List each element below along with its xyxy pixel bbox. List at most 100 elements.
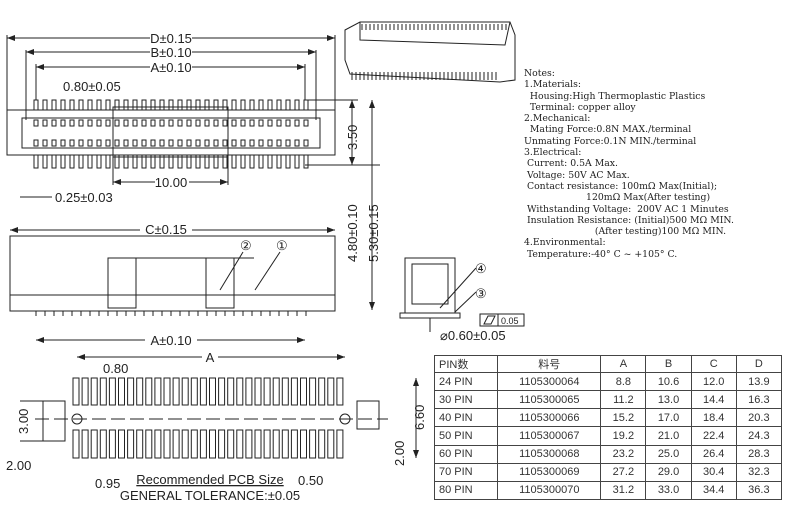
pin	[213, 154, 219, 169]
pcb-pad	[118, 377, 125, 406]
pin	[222, 154, 228, 169]
pin	[132, 154, 138, 169]
note-line: 2.Mechanical:	[524, 113, 591, 125]
contact	[51, 119, 57, 127]
table-cell: 13.9	[735, 371, 783, 392]
pcb-pad	[127, 429, 135, 459]
pcb-pad	[190, 377, 198, 406]
dim-a: A±0.10	[150, 60, 191, 75]
pcb-pad	[218, 377, 226, 406]
pcb-pad	[172, 429, 180, 459]
contact	[267, 119, 273, 127]
pcb-pad	[145, 377, 153, 406]
pcb-pad	[181, 429, 189, 459]
contact	[204, 119, 210, 127]
pcb-pad	[300, 429, 307, 459]
pin	[267, 154, 273, 169]
pcb-pad	[190, 429, 198, 459]
pcb-pad	[81, 377, 89, 406]
column-header: D	[735, 355, 783, 373]
note-line: Withstanding Voltage: 200V AC 1 Minutes	[524, 203, 729, 215]
contact	[51, 139, 57, 147]
contact	[78, 119, 84, 127]
pcb-pad	[108, 429, 116, 459]
table-cell: 27.2	[600, 462, 647, 482]
table-cell: 80 PIN	[433, 480, 499, 501]
contact	[276, 119, 282, 127]
height-530: 5.30±0.15	[366, 204, 381, 262]
pin	[177, 154, 183, 169]
pin	[42, 154, 48, 169]
pcb-pad	[127, 377, 135, 406]
pcb-pad	[336, 377, 344, 406]
contact	[231, 119, 237, 127]
table-cell: 1105300065	[497, 390, 602, 410]
contact	[105, 119, 111, 127]
table-cell: 21.0	[645, 426, 692, 446]
pcb-pad	[163, 377, 171, 406]
callout-4: ④	[475, 261, 487, 276]
pcb-pad	[272, 429, 280, 459]
pin	[177, 99, 183, 111]
pin	[276, 154, 282, 169]
pcb-pad	[99, 429, 107, 459]
pcb-pad	[172, 377, 180, 406]
pcb-pad	[227, 429, 235, 459]
contact	[123, 119, 129, 127]
side-view: ④ ③ 0.05 ⌀0.60±0.05	[399, 257, 525, 343]
table-cell: 1105300068	[497, 444, 602, 464]
pcb-dim-050: 0.50	[298, 473, 323, 488]
table-cell: 19.2	[600, 426, 647, 446]
pin	[69, 154, 75, 169]
column-header: A	[600, 355, 647, 373]
pin	[60, 154, 66, 169]
pcb-pad	[336, 429, 344, 459]
pin	[51, 99, 57, 111]
column-header: 料号	[497, 355, 602, 373]
pcb-pad	[81, 429, 89, 459]
pin	[141, 154, 147, 169]
pin	[285, 154, 291, 169]
pcb-pad	[209, 377, 216, 406]
contact	[159, 119, 165, 127]
connector-3d-view	[344, 21, 516, 83]
pcb-pad	[181, 377, 189, 406]
pcb-title: Recommended PCB Size	[136, 472, 283, 487]
pcb-dim-095: 0.95	[95, 476, 120, 491]
pin	[231, 99, 237, 111]
pin	[96, 154, 102, 169]
table-cell: 1105300064	[497, 371, 602, 392]
center-dim: 10.00	[155, 175, 188, 190]
contact	[186, 119, 192, 127]
table-cell: 40 PIN	[433, 408, 499, 428]
contact	[240, 139, 246, 147]
pcb-pad	[309, 377, 317, 406]
note-line: Unmating Force:0.1N MIN./terminal	[524, 135, 697, 147]
pin	[87, 99, 93, 111]
column-header: PIN数	[433, 355, 499, 373]
contact	[204, 139, 210, 147]
table-cell: 30 PIN	[433, 390, 499, 410]
table-cell: 34.4	[690, 480, 737, 501]
pin	[285, 99, 291, 111]
note-line: (After testing)100 MΩ MIN.	[524, 226, 727, 238]
pin	[33, 154, 39, 169]
pcb-pad	[245, 429, 253, 459]
pcb-pad	[318, 429, 326, 459]
contact	[177, 139, 183, 147]
pin	[204, 154, 210, 169]
table-cell: 30.4	[690, 462, 737, 482]
contact	[78, 139, 84, 147]
pcb-pad	[154, 429, 162, 459]
pin	[96, 99, 102, 111]
pin	[78, 99, 84, 111]
pin	[123, 99, 129, 111]
pin	[150, 154, 156, 169]
pcb-dim-a: A	[206, 350, 215, 365]
note-line: Notes:	[524, 68, 555, 79]
pcb-pad	[263, 377, 271, 406]
top-view: D±0.15 B±0.10 A±0.10 0.80±0.05 10.00 0.2…	[6, 30, 381, 310]
pin	[105, 154, 111, 169]
